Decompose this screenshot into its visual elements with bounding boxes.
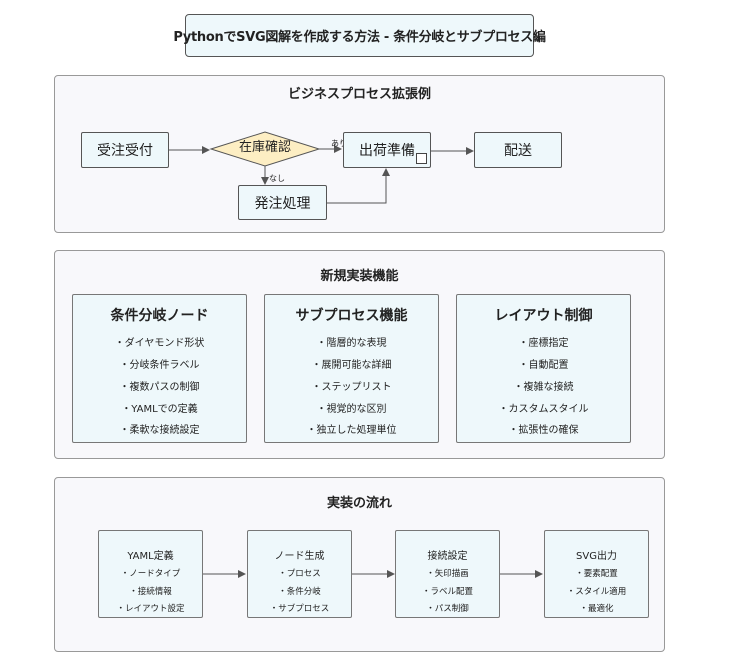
flow-step-item: ・レイアウト設定 <box>116 604 185 614</box>
flow-step-item: ・要素配置 <box>575 569 618 579</box>
branch-label-no: なし <box>269 174 285 183</box>
feature-item: ・視覚的な区別 <box>316 404 387 415</box>
feature-item: ・複数パスの制御 <box>119 382 200 393</box>
branch-label-yes: あり <box>331 139 347 148</box>
feature-item: ・自動配置 <box>518 360 569 371</box>
feature-item: ・柔軟な接続設定 <box>119 425 200 436</box>
edge-purchase-to-shipping <box>327 168 390 204</box>
feature-item: ・分岐条件ラベル <box>119 360 200 371</box>
feature-item: ・YAMLでの定義 <box>121 404 198 415</box>
feature-item: ・階層的な表現 <box>316 338 387 349</box>
impl-flow-panel: 実装の流れ YAML定義 ・ノードタイプ ・接続情報 ・レイアウト設定 ノード生… <box>54 477 665 652</box>
node-order-receipt: 受注受付 <box>81 132 169 168</box>
feature-item: ・展開可能な詳細 <box>311 360 392 371</box>
impl-flow-title: 実装の流れ <box>326 496 392 511</box>
feature-item: ・カスタムスタイル <box>498 404 589 415</box>
flow-step-item: ・パス制御 <box>426 604 469 614</box>
features-panel: 新規実装機能 条件分岐ノード ・ダイヤモンド形状 ・分岐条件ラベル ・複数パスの… <box>54 250 665 459</box>
flow-step-item: ・最適化 <box>579 604 614 614</box>
node-shipping-prep-label: 出荷準備 <box>359 143 415 159</box>
flow-step-item: ・接続情報 <box>129 587 172 597</box>
flow-step-item: ・スタイル適用 <box>566 587 627 597</box>
flow-step-item: ・プロセス <box>278 569 321 579</box>
feature-item: ・ダイヤモンド形状 <box>114 338 205 349</box>
feature-card-title: レイアウト制御 <box>494 308 593 324</box>
feature-card-conditional: 条件分岐ノード ・ダイヤモンド形状 ・分岐条件ラベル ・複数パスの制御 ・YAM… <box>72 294 247 443</box>
flow-step-title: YAML定義 <box>127 551 174 562</box>
feature-card-title: サブプロセス機能 <box>295 308 408 324</box>
node-stock-check-label: 在庫確認 <box>238 140 291 155</box>
process-connectors <box>169 131 474 204</box>
feature-card-title: 条件分岐ノード <box>110 308 209 324</box>
node-delivery: 配送 <box>474 132 562 168</box>
flow-step-item: ・矢印描画 <box>426 569 469 579</box>
subprocess-marker-icon <box>416 153 427 164</box>
flow-step-item: ・ラベル配置 <box>421 587 473 597</box>
flow-step-title: SVG出力 <box>576 551 617 562</box>
flow-step-title: 接続設定 <box>427 551 468 562</box>
flow-step-item: ・ノードタイプ <box>120 569 181 579</box>
flow-connectors <box>203 570 543 578</box>
flow-step-item: ・条件分岐 <box>278 587 321 597</box>
flow-step-yaml: YAML定義 ・ノードタイプ ・接続情報 ・レイアウト設定 <box>98 530 203 618</box>
feature-item: ・拡張性の確保 <box>508 425 579 436</box>
node-purchase: 発注処理 <box>238 185 327 220</box>
flow-step-svg-output: SVG出力 ・要素配置 ・スタイル適用 ・最適化 <box>544 530 649 618</box>
feature-item: ・複雑な接続 <box>513 382 574 393</box>
process-example-title: ビジネスプロセス拡張例 <box>287 87 431 102</box>
flow-step-node-gen: ノード生成 ・プロセス ・条件分岐 ・サブプロセス <box>247 530 352 618</box>
flow-step-connection: 接続設定 ・矢印描画 ・ラベル配置 ・パス制御 <box>395 530 500 618</box>
flow-step-item: ・サブプロセス <box>269 604 330 614</box>
feature-item: ・ステップリスト <box>311 382 392 393</box>
feature-card-layout: レイアウト制御 ・座標指定 ・自動配置 ・複雑な接続 ・カスタムスタイル ・拡張… <box>456 294 631 443</box>
process-example-panel: ビジネスプロセス拡張例 受注受付 在庫確認 あり なし 出荷準備 配送 発注処理 <box>54 75 665 233</box>
feature-item: ・独立した処理単位 <box>306 425 397 436</box>
diagram-title: PythonでSVG図解を作成する方法 - 条件分岐とサブプロセス編 <box>173 14 546 57</box>
flow-step-title: ノード生成 <box>274 551 325 562</box>
feature-item: ・座標指定 <box>518 338 569 349</box>
features-title: 新規実装機能 <box>320 269 399 284</box>
node-shipping-prep: 出荷準備 <box>343 132 431 168</box>
feature-card-subprocess: サブプロセス機能 ・階層的な表現 ・展開可能な詳細 ・ステップリスト ・視覚的な… <box>264 294 439 443</box>
